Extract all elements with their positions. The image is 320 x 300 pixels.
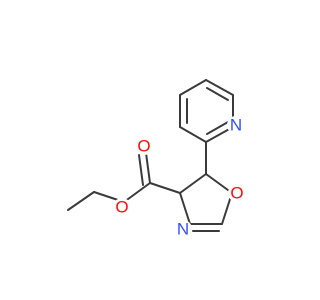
bond bbox=[179, 126, 207, 143]
atom-label-background bbox=[228, 184, 246, 202]
atom-o-carbonyl: O bbox=[135, 137, 153, 156]
bond bbox=[206, 87, 229, 101]
atom-label-layer: O O O N N bbox=[113, 116, 246, 239]
atom-label-background bbox=[227, 116, 245, 134]
bond bbox=[205, 79, 234, 96]
atom-o-ester: O bbox=[113, 198, 131, 217]
bond bbox=[205, 173, 233, 194]
bond bbox=[145, 152, 151, 184]
atom-label-background bbox=[135, 137, 153, 155]
bond bbox=[179, 192, 191, 225]
molecule-drawing: O O O N N bbox=[67, 79, 246, 239]
atom-symbol: O bbox=[230, 184, 243, 203]
bond bbox=[179, 173, 207, 194]
atom-n-oxazoline: N bbox=[174, 220, 192, 239]
atom-label-background bbox=[113, 198, 131, 216]
atom-o-ring: O bbox=[228, 184, 246, 203]
bond bbox=[149, 182, 181, 194]
bond bbox=[179, 79, 207, 96]
atom-symbol: N bbox=[230, 116, 242, 135]
bond-layer bbox=[67, 79, 234, 232]
bond bbox=[123, 182, 151, 203]
bond bbox=[138, 154, 144, 186]
structure-canvas: O O O N N bbox=[67, 79, 246, 239]
atom-symbol: O bbox=[115, 198, 128, 217]
atom-symbol: N bbox=[177, 220, 189, 239]
atom-symbol: O bbox=[137, 137, 150, 156]
bond bbox=[206, 121, 229, 135]
atom-label-background bbox=[174, 220, 192, 238]
atom-n-pyridine: N bbox=[227, 116, 245, 135]
bond bbox=[67, 191, 95, 211]
